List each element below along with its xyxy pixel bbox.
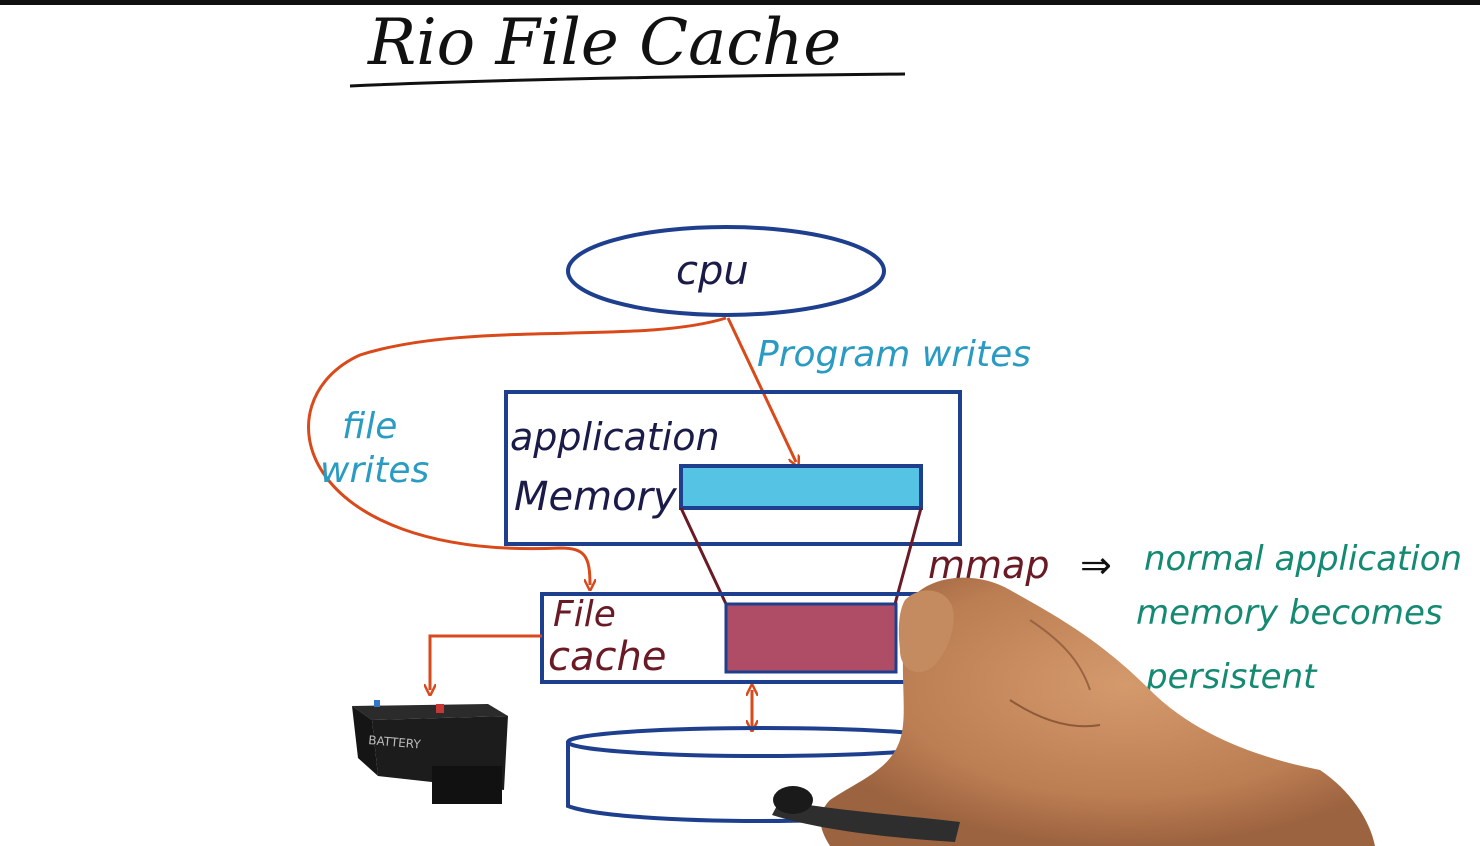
page-title: Rio File Cache: [367, 6, 841, 80]
cpu-node: [566, 225, 886, 317]
mmap-mapping-left: [679, 507, 728, 605]
mmap-mapping-right: [893, 507, 923, 605]
implies-arrow: ⇒: [1080, 543, 1112, 587]
program-writes-label: Program writes: [757, 334, 1031, 375]
file-cache-label-2: cache: [548, 634, 666, 680]
application-memory-label-1: application: [510, 415, 720, 459]
battery-backup-arrow: [430, 634, 542, 690]
file-writes-label-1: file: [342, 406, 397, 447]
battery-label: BATTERY: [368, 733, 422, 752]
battery-icon: BATTERY: [352, 700, 508, 804]
note-line-1: normal application: [1144, 539, 1462, 579]
file-cache-label-1: File: [553, 594, 616, 635]
note-line-2: memory becomes: [1136, 593, 1443, 633]
title-underline: [349, 72, 906, 88]
top-border: [0, 0, 1480, 5]
cached-file-region: [724, 602, 898, 674]
note-line-3: persistent: [1145, 657, 1318, 697]
mapped-memory-region: [679, 464, 923, 510]
cpu-label: cpu: [676, 248, 749, 294]
application-memory-label-2: Memory: [514, 474, 678, 520]
application-memory-box: [504, 390, 962, 546]
file-writes-label-2: writes: [320, 450, 429, 491]
file-writes-arrow: [307, 316, 727, 585]
presenter-hand: [772, 577, 1375, 846]
